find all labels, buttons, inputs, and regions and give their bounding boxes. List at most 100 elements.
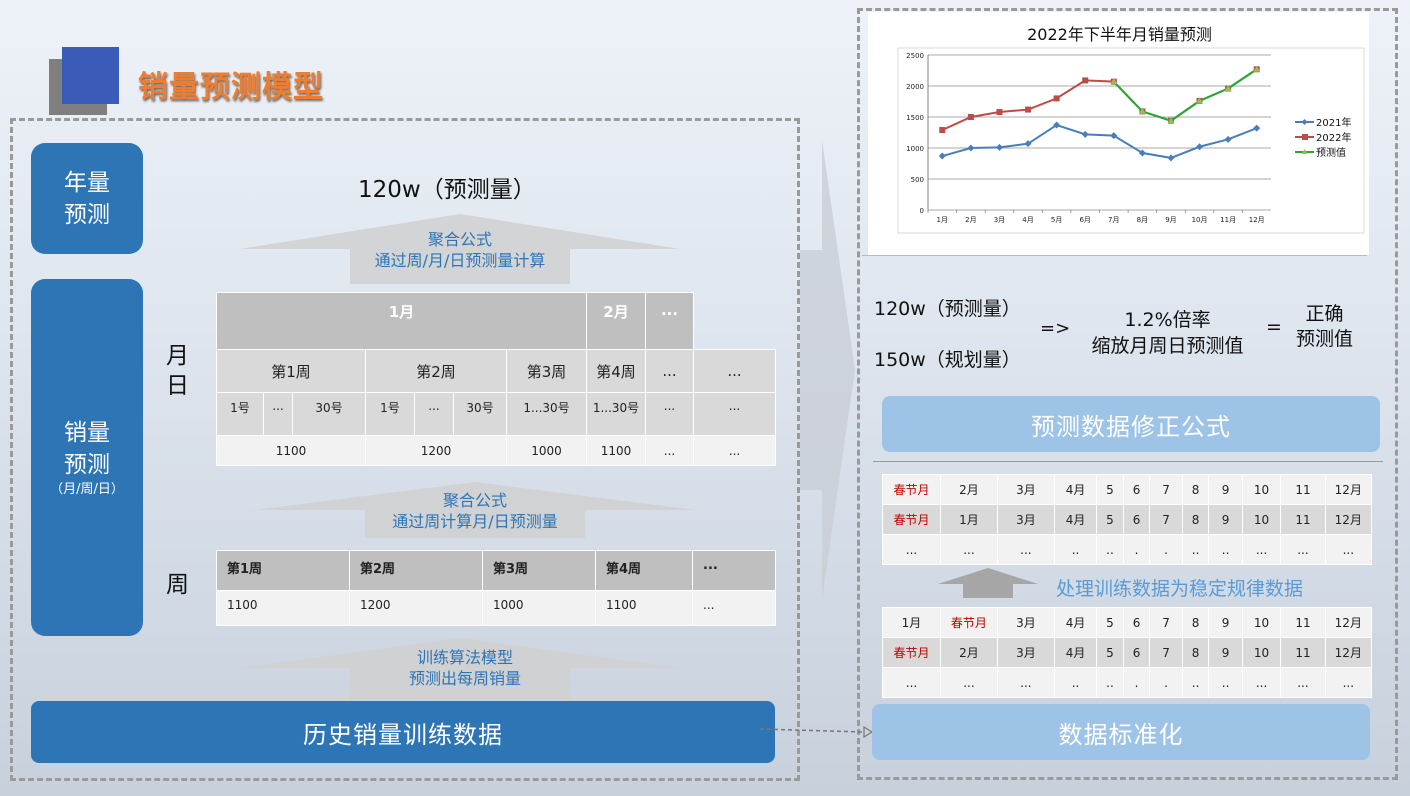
data-point xyxy=(1110,132,1118,140)
x-tick-label: 9月 xyxy=(1165,216,1176,224)
x-tick-label: 2月 xyxy=(965,216,976,224)
rate-text: 1.2%倍率 缩放月周日预测值 xyxy=(1080,307,1255,359)
data-point xyxy=(1253,124,1261,132)
legend-label: 预测值 xyxy=(1316,146,1346,159)
calendar-cell: . xyxy=(1149,667,1183,698)
data-point xyxy=(996,109,1003,116)
dashed-connector-arrow xyxy=(760,725,874,739)
x-tick-label: 11月 xyxy=(1220,216,1236,224)
value-cell: ... xyxy=(645,435,694,466)
calendar-cell: 8 xyxy=(1181,607,1210,638)
calendar-cell: .. xyxy=(1181,534,1210,565)
week-value: ... xyxy=(692,590,776,626)
value-cell: 1100 xyxy=(586,435,646,466)
annual-label-1: 年量 xyxy=(64,169,110,196)
day-cell: ... xyxy=(693,392,776,436)
calendar-cell: 10 xyxy=(1241,607,1282,638)
value-cell: 1100 xyxy=(216,435,366,466)
correct-line-2: 预测值 xyxy=(1296,328,1354,350)
row-label-month-day: 月 日 xyxy=(166,341,189,401)
legend-marker xyxy=(1301,119,1308,125)
correct-line-1: 正确 xyxy=(1305,303,1344,325)
calendar-cell: 12月 xyxy=(1324,637,1373,668)
data-point xyxy=(1110,78,1118,85)
annual-label-2: 预测 xyxy=(64,201,110,228)
formula-3-desc: 预测出每周销量 xyxy=(408,669,521,688)
calendar-cell: 8 xyxy=(1181,474,1210,505)
calendar-cell: ... xyxy=(1280,534,1326,565)
y-tick-label: 1500 xyxy=(906,114,924,122)
calendar-cell: 3月 xyxy=(996,504,1055,535)
process-caption: 处理训练数据为稳定规律数据 xyxy=(1056,578,1304,600)
data-point xyxy=(1025,106,1032,113)
formula-1-desc: 通过周/月/日预测量计算 xyxy=(374,251,546,270)
chart-frame xyxy=(897,47,1365,234)
calendar-cell: 3月 xyxy=(996,474,1055,505)
title-deco-blue xyxy=(62,47,119,104)
calendar-cell: 7 xyxy=(1149,504,1183,535)
calendar-cell: 4月 xyxy=(1053,474,1098,505)
month-day-table: 1月 2月 ... 第1周 第2周 第3周 第4周 ... ... 1号 ...… xyxy=(216,292,776,466)
page-title: 销量预测模型 xyxy=(138,70,324,105)
series-line-0 xyxy=(942,123,1258,159)
calendar-cell: .. xyxy=(1096,667,1124,698)
formula-2-desc: 通过周计算月/日预测量 xyxy=(392,512,558,531)
calendar-cell: 6 xyxy=(1122,637,1151,668)
calendar-cell: ... xyxy=(1280,667,1326,698)
calendar-cell: 3月 xyxy=(996,637,1055,668)
correction-formula-button[interactable]: 预测数据修正公式 xyxy=(882,396,1380,452)
data-point xyxy=(1167,154,1175,162)
history-training-data-button[interactable]: 历史销量训练数据 xyxy=(31,701,775,763)
calendar-cell: 8 xyxy=(1181,504,1210,535)
calendar-cell: 春节月 xyxy=(882,637,941,668)
week-value: 1100 xyxy=(216,590,350,626)
formula-3: 训练算法模型 预测出每周销量 xyxy=(345,647,585,689)
series-line-2 xyxy=(1113,68,1258,122)
annual-forecast-box: 年量 预测 xyxy=(31,143,143,254)
left-panel xyxy=(10,118,800,781)
calendar-cell: ... xyxy=(1324,534,1373,565)
legend-label: 2021年 xyxy=(1316,116,1351,129)
chart-title: 2022年下半年月销量预测 xyxy=(1027,25,1212,44)
y-tick-label: 2000 xyxy=(906,83,924,91)
day-cell: 1...30号 xyxy=(506,392,587,436)
row-label-day: 日 xyxy=(166,373,189,399)
calendar-cell: 10 xyxy=(1241,504,1282,535)
standardize-button[interactable]: 数据标准化 xyxy=(872,704,1370,760)
calendar-row: ............................ xyxy=(882,534,1373,565)
formula-1-title: 聚合公式 xyxy=(427,230,492,249)
calendar-cell: 1月 xyxy=(882,607,941,638)
x-tick-label: 1月 xyxy=(937,216,948,224)
data-point xyxy=(1253,65,1261,72)
calendar-cell: ... xyxy=(1241,534,1282,565)
big-right-arrow xyxy=(800,140,855,600)
x-tick-label: 4月 xyxy=(1022,216,1033,224)
calendar-cell: 12月 xyxy=(1324,474,1373,505)
calendar-cell: 5 xyxy=(1096,637,1124,668)
day-cell: ... xyxy=(414,392,454,436)
rate-line-1: 1.2%倍率 xyxy=(1124,309,1211,331)
calendar-cell: 11 xyxy=(1280,607,1326,638)
calendar-row: ............................ xyxy=(882,667,1373,698)
calendar-cell: ... xyxy=(882,534,941,565)
calendar-cell: 4月 xyxy=(1053,504,1098,535)
week-cell: 第3周 xyxy=(506,349,587,393)
calendar-cell: ... xyxy=(939,534,998,565)
calendar-cell: . xyxy=(1149,534,1183,565)
calendar-cell: 9 xyxy=(1208,637,1243,668)
calendar-cell: 6 xyxy=(1122,607,1151,638)
calendar-cell: 2月 xyxy=(939,474,998,505)
rate-line-2: 缩放月周日预测值 xyxy=(1091,335,1244,357)
calendar-cell: 11 xyxy=(1280,637,1326,668)
month-cell: ... xyxy=(645,292,694,350)
planned-value: 150w（规划量） xyxy=(874,349,1021,371)
week-table: 第1周 第2周 第3周 第4周 ... 1100 1200 1000 1100 … xyxy=(216,550,776,626)
formula-2-title: 聚合公式 xyxy=(442,491,507,510)
data-point xyxy=(1053,121,1061,129)
x-tick-label: 3月 xyxy=(994,216,1005,224)
divider-line-2 xyxy=(873,461,1383,462)
